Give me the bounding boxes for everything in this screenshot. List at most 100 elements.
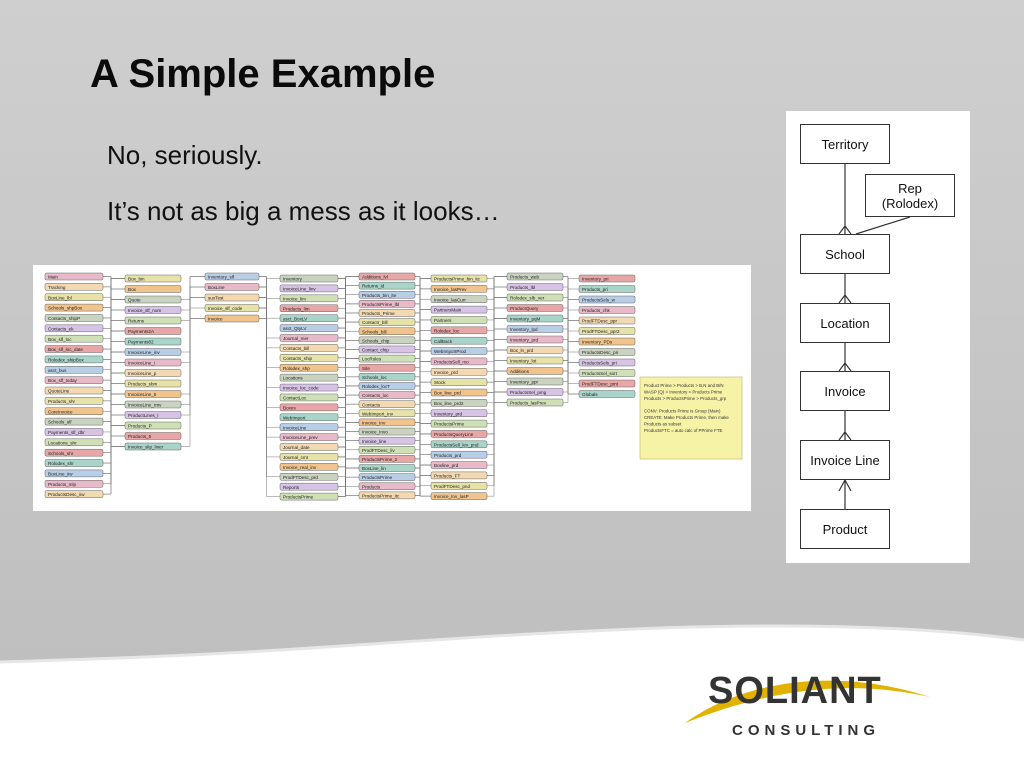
table-occurrence: Products: [358, 482, 416, 491]
table-occurrence: BoxLine_lbl: [44, 293, 104, 301]
table-occurrence: Products_pri: [578, 285, 636, 293]
relationship-line: [415, 467, 431, 497]
relationship-line: [415, 330, 431, 396]
table-occurrence: Products_mlp: [44, 480, 104, 488]
table-occurrence: Payments2A: [124, 327, 182, 335]
table-occurrence-name: Contacts_ship: [283, 356, 313, 361]
relationship-line: [103, 393, 125, 402]
table-occurrence-name: Invoice_slip_liner: [128, 445, 164, 450]
relationship-line: [415, 340, 431, 393]
relationship-line: [415, 278, 431, 496]
relationship-line: [103, 278, 125, 485]
relationship-line: [103, 330, 125, 371]
relationship-line: [338, 321, 359, 468]
table-occurrence-name: ProductQuery: [510, 306, 539, 311]
table-occurrence: Invoice_slf_code: [204, 304, 260, 312]
relationship-line: [487, 370, 507, 476]
table-occurrence: Returns: [124, 316, 182, 325]
entity-school: School: [800, 234, 890, 274]
relationship-line: [487, 370, 507, 383]
table-occurrence-name: suxTest: [208, 296, 224, 301]
relationship-line: [259, 318, 280, 339]
table-occurrence-name: InvoiceLine_inv: [128, 350, 160, 355]
table-occurrence-name: Box_line_prd: [434, 391, 461, 396]
relationship-line: [338, 456, 359, 469]
relationship-line: [338, 458, 359, 497]
table-occurrence-name: ProductsPrime_itc: [362, 493, 400, 498]
table-occurrence-name: ProductsPrime: [362, 475, 393, 480]
table-occurrence-name: ProductsSels_pri: [582, 361, 617, 366]
relationship-line: [103, 296, 125, 374]
table-occurrence-name: Contacts_loc: [362, 393, 389, 398]
relationship-line: [103, 351, 125, 381]
table-occurrence-name: LocRoles: [362, 357, 382, 362]
table-occurrence: ProductsPrime: [358, 473, 416, 481]
table-occurrence-name: Products_lbl: [510, 285, 535, 290]
relationship-line: [338, 317, 359, 378]
relationship-line: [487, 350, 507, 403]
relationship-line: [338, 357, 359, 451]
table-occurrence-name: Schools_shpBox: [48, 306, 83, 311]
slide-title: A Simple Example: [90, 52, 436, 96]
table-occurrence: Box_slf_loc_date: [44, 345, 104, 353]
table-occurrence-name: Inventory_pqM: [510, 317, 541, 322]
relationship-line: [415, 349, 431, 414]
relationship-line: [103, 320, 125, 412]
relationship-line: [487, 278, 507, 351]
table-occurrence: Journal_mer: [279, 334, 339, 342]
table-occurrence-name: Main: [48, 275, 58, 280]
relationship-line: [563, 330, 579, 340]
table-occurrence-name: InvoiceLine_i: [128, 361, 155, 366]
table-occurrence: Products_bin_ite: [358, 290, 416, 299]
relationship-line: [415, 285, 431, 362]
table-occurrence-name: ProductsSell_lev_pnd: [434, 442, 479, 447]
table-occurrence: Contacts_bill: [279, 344, 339, 352]
table-occurrence-name: ProdFTDesc_pnd: [434, 484, 470, 489]
table-occurrence-name: Inventory_lpd: [510, 327, 538, 332]
relationship-line: [181, 286, 205, 353]
relationship-line: [338, 276, 359, 309]
table-occurrence: Site: [358, 363, 416, 372]
table-occurrence: BoxLine: [204, 283, 260, 291]
relationship-line: [103, 286, 125, 353]
table-occurrence-name: Contacts_bill: [283, 346, 309, 351]
table-occurrence-name: Products_P: [128, 424, 152, 429]
relationship-line: [103, 278, 125, 298]
relationship-line: [563, 320, 579, 382]
relationship-line: [338, 294, 359, 497]
relationship-line: [415, 288, 431, 378]
relationship-line: [415, 458, 431, 476]
relationship-line: [181, 318, 205, 416]
entity-invoice: Invoice: [800, 371, 890, 411]
table-occurrence: ProductsPrime_bin_itc: [430, 274, 488, 283]
relationship-line: [415, 288, 431, 295]
table-occurrence: Rolodex_shipBox: [44, 355, 104, 364]
table-occurrence: Contacts_ship: [279, 354, 339, 362]
relationship-line: [338, 298, 359, 423]
table-occurrence-name: BoxLine: [208, 285, 225, 290]
er-relationship-line: [844, 225, 852, 235]
table-occurrence-name: Globals: [582, 392, 598, 397]
relationship-line: [181, 307, 205, 363]
relationship-line: [415, 303, 431, 497]
relationship-line: [103, 330, 125, 464]
entity-rep-rolodex: Rep (Rolodex): [865, 174, 955, 217]
table-occurrence: InvoiceLine: [279, 423, 339, 431]
table-occurrence-name: Contacts_ek: [48, 326, 74, 331]
relationship-line: [563, 288, 579, 319]
relationship-line: [103, 286, 125, 447]
relationship-line: [415, 312, 431, 424]
relationship-line: [415, 294, 431, 383]
table-occurrence-name: Inventory_prd: [510, 338, 539, 343]
table-occurrence-name: ProdFTDesc_prd: [283, 475, 318, 480]
table-occurrence-name: InvoiceLine_5: [128, 392, 157, 397]
relationship-line: [338, 377, 359, 487]
relationship-line: [103, 372, 125, 391]
relationship-line: [338, 288, 359, 323]
relationship-line: [415, 376, 431, 476]
relationship-line: [487, 307, 507, 352]
relationship-line: [415, 385, 431, 404]
table-occurrence-name: Box_ln_prd: [510, 348, 534, 353]
relationship-line: [103, 348, 125, 384]
table-occurrence-name: Products_pri: [582, 287, 608, 292]
